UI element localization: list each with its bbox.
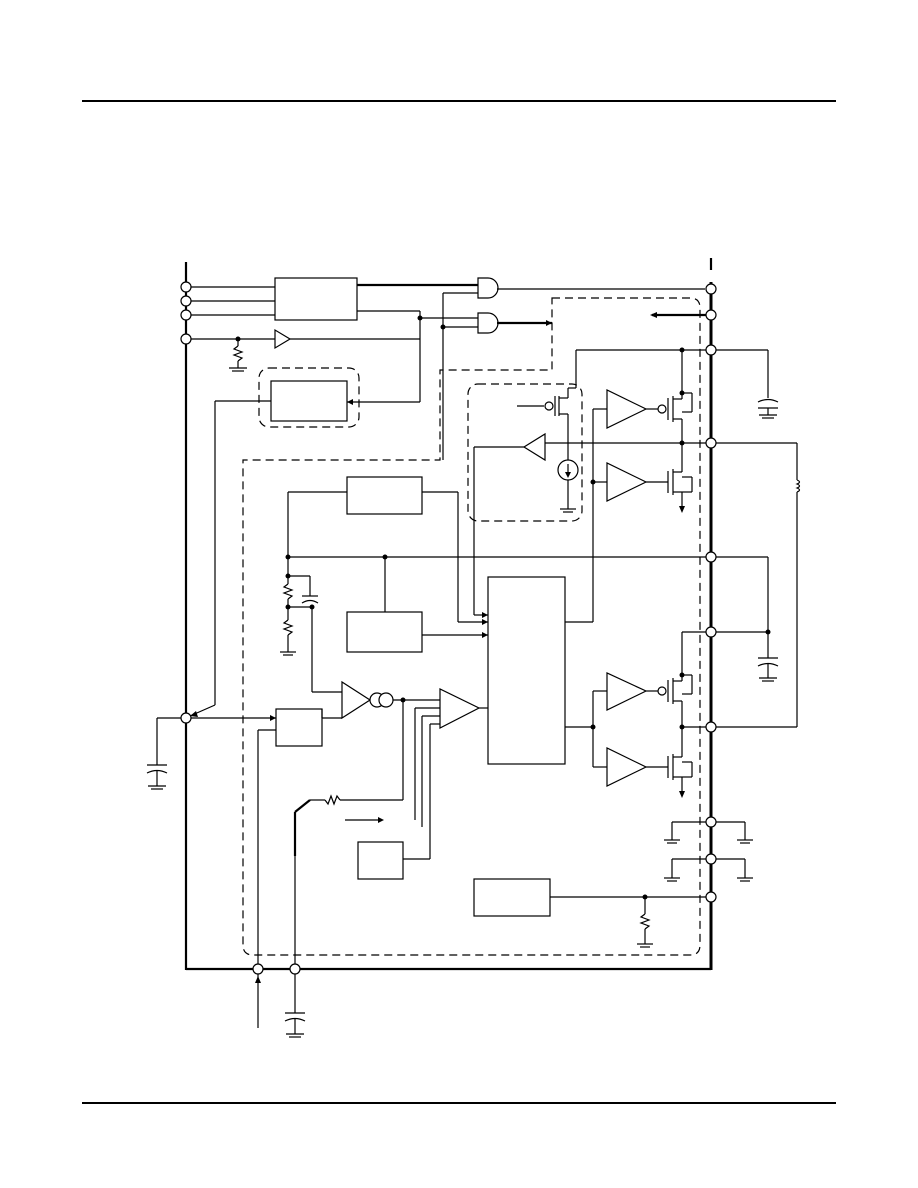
mosfet-ls2 bbox=[667, 727, 693, 798]
mosfet-hs bbox=[667, 347, 693, 443]
input-capacitor-top bbox=[716, 349, 779, 419]
gm-stage-b bbox=[378, 692, 394, 708]
pin-2 bbox=[180, 295, 192, 307]
package-outline bbox=[184, 258, 713, 971]
pin-ntc bbox=[705, 891, 717, 903]
comp-capacitor bbox=[284, 974, 306, 1038]
pin-lx2 bbox=[705, 721, 717, 733]
pmos-switch bbox=[517, 349, 711, 460]
pin-lx1 bbox=[705, 437, 717, 449]
pin-vout bbox=[705, 551, 717, 563]
and-gate-high bbox=[477, 277, 499, 299]
pwm-logic-block bbox=[487, 576, 566, 765]
oscillator-block bbox=[270, 380, 348, 422]
driver-ls-bottom bbox=[606, 747, 648, 787]
pin-r1 bbox=[705, 283, 717, 295]
header-rule bbox=[82, 100, 836, 102]
driver-ls-top bbox=[606, 672, 648, 711]
bootstrap-comparator bbox=[522, 432, 546, 462]
softstart-block bbox=[275, 708, 323, 747]
output-inductor bbox=[716, 442, 801, 728]
pin-ss bbox=[180, 712, 192, 724]
feedback-divider bbox=[280, 557, 342, 693]
internal-boundary bbox=[242, 297, 701, 956]
logic-block bbox=[274, 277, 358, 321]
pin-en bbox=[252, 963, 264, 975]
input-capacitor-bottom bbox=[716, 629, 779, 682]
input-buffer bbox=[274, 328, 292, 350]
ss-capacitor bbox=[146, 717, 181, 790]
pin-vin1 bbox=[705, 344, 717, 356]
oscillator-outline bbox=[258, 367, 360, 428]
reference-block bbox=[346, 476, 423, 515]
footer-rule bbox=[82, 1102, 836, 1104]
pin-4 bbox=[180, 333, 192, 345]
and-gate-low bbox=[477, 312, 499, 334]
pin-gnd1 bbox=[705, 816, 717, 828]
pin-3 bbox=[180, 309, 192, 321]
bias-block bbox=[346, 611, 423, 653]
current-sense-block bbox=[357, 841, 404, 880]
bootstrap-outline bbox=[467, 383, 583, 522]
error-amplifier bbox=[341, 680, 372, 720]
thermal-block bbox=[473, 878, 551, 917]
driver-hs-top bbox=[606, 389, 648, 429]
pin-r2 bbox=[705, 309, 717, 321]
left-pins bbox=[180, 281, 275, 724]
mosfet-ls-top bbox=[667, 440, 693, 513]
pulldown-resistor bbox=[229, 336, 247, 372]
pin-vin2 bbox=[705, 626, 717, 638]
pin-1 bbox=[180, 281, 192, 293]
pwm-comparator bbox=[439, 688, 481, 729]
ground-connections bbox=[664, 821, 753, 882]
pin-gnd2 bbox=[705, 853, 717, 865]
driver-hs-bottom bbox=[606, 462, 648, 502]
pin-comp bbox=[289, 963, 301, 975]
